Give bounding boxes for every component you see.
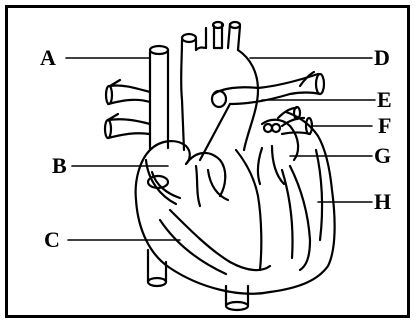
superior-vena-cava — [150, 46, 168, 150]
label-e: E — [377, 89, 392, 111]
left-veins — [105, 80, 150, 138]
label-c: C — [44, 229, 60, 251]
left-ventricle — [258, 120, 322, 270]
label-a: A — [40, 47, 56, 69]
label-f: F — [378, 115, 391, 137]
aorta — [181, 22, 258, 150]
pulmonary-artery — [200, 72, 324, 160]
label-b: B — [52, 155, 67, 177]
label-g: G — [374, 145, 391, 167]
label-h: H — [374, 191, 391, 213]
ventricles — [160, 150, 270, 274]
descending-aorta — [226, 286, 248, 310]
label-d: D — [374, 47, 390, 69]
